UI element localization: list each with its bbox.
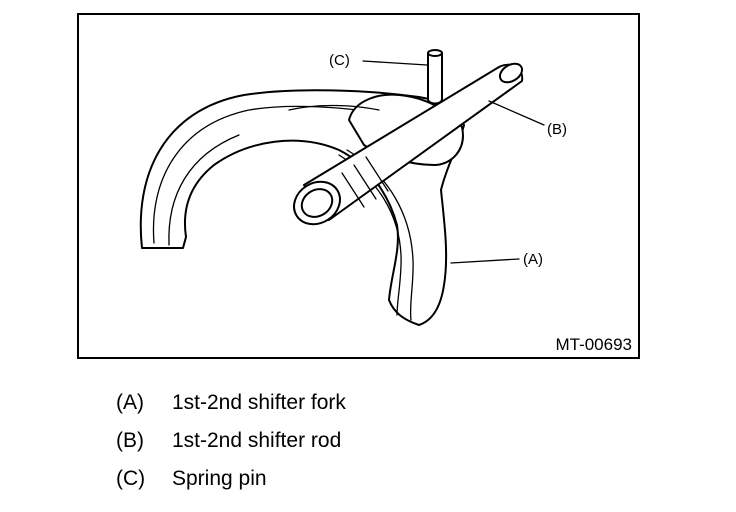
legend-key: (A) bbox=[116, 391, 144, 414]
legend-text: 1st-2nd shifter rod bbox=[172, 429, 342, 452]
legend-key: (C) bbox=[116, 467, 146, 490]
legend-item: (A) 1st-2nd shifter fork bbox=[116, 388, 676, 426]
callout-b: (B) bbox=[547, 121, 567, 138]
legend-text: Spring pin bbox=[172, 467, 267, 490]
figure-code: MT-00693 bbox=[555, 335, 632, 354]
legend-item: (C) Spring pin bbox=[116, 464, 676, 502]
callout-a: (A) bbox=[523, 251, 543, 268]
legend: (A) 1st-2nd shifter fork (B) 1st-2nd shi… bbox=[116, 388, 676, 502]
leader-line-c bbox=[362, 60, 428, 66]
callout-c: (C) bbox=[329, 52, 350, 69]
legend-item: (B) 1st-2nd shifter rod bbox=[116, 426, 676, 464]
shifter-fork-illustration: (C) (B) (A) bbox=[139, 49, 567, 326]
shifter-rod-drawing bbox=[293, 62, 524, 226]
leader-line-a bbox=[450, 258, 520, 264]
spring-pin-drawing bbox=[427, 49, 443, 105]
leader-line-b bbox=[488, 100, 545, 126]
legend-text: 1st-2nd shifter fork bbox=[172, 391, 346, 414]
figure-frame: (C) (B) (A) MT-00693 bbox=[77, 13, 640, 359]
legend-key: (B) bbox=[116, 429, 144, 452]
